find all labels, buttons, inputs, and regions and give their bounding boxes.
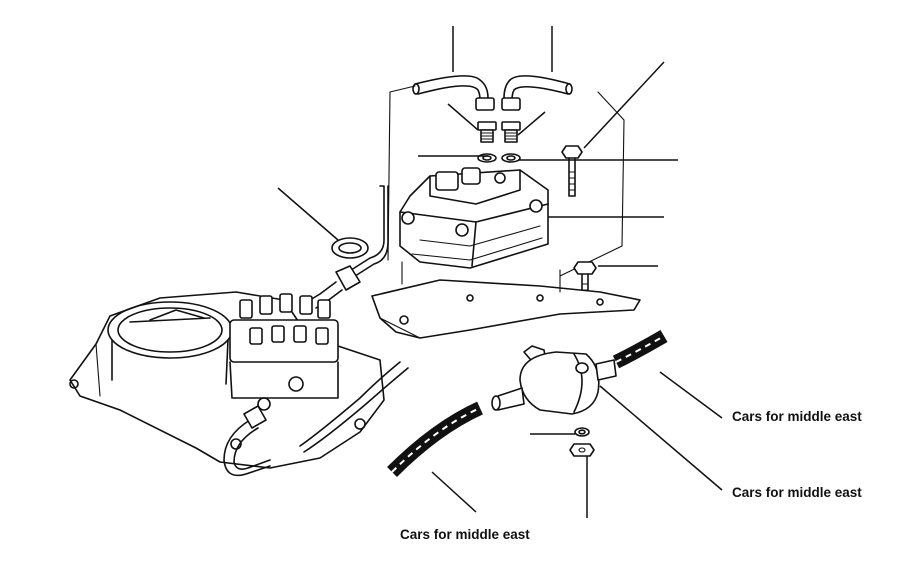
return-pipes	[412, 75, 573, 111]
leader-union-left	[447, 103, 479, 131]
leader-hose-right	[659, 371, 723, 419]
fuel-feed-line	[309, 185, 389, 309]
callout-hose-left: Cars for middle east	[400, 527, 530, 542]
leader-hose-left	[431, 471, 477, 513]
mounting-bolt	[573, 261, 597, 299]
distributor-pipes	[223, 361, 409, 477]
hose-right	[612, 329, 668, 369]
leader-filter	[599, 385, 723, 491]
pressure-regulator	[399, 167, 549, 269]
callout-hose-right: Cars for middle east	[732, 409, 862, 424]
mounting-bracket	[371, 261, 641, 339]
fuel-filter	[491, 345, 617, 415]
callout-fuel-filter: Cars for middle east	[732, 485, 862, 500]
distributor-outlets	[239, 293, 331, 345]
leader-union-right	[517, 111, 546, 136]
hose-left	[387, 401, 483, 477]
leader-lines	[277, 26, 723, 518]
leader-bolt	[583, 61, 665, 149]
filter-fasteners	[569, 427, 595, 457]
union-fittings	[477, 121, 521, 163]
leader-fuel-line	[277, 187, 339, 241]
regulator-bolt	[561, 145, 583, 197]
fuel-distributor-assembly	[69, 291, 385, 469]
